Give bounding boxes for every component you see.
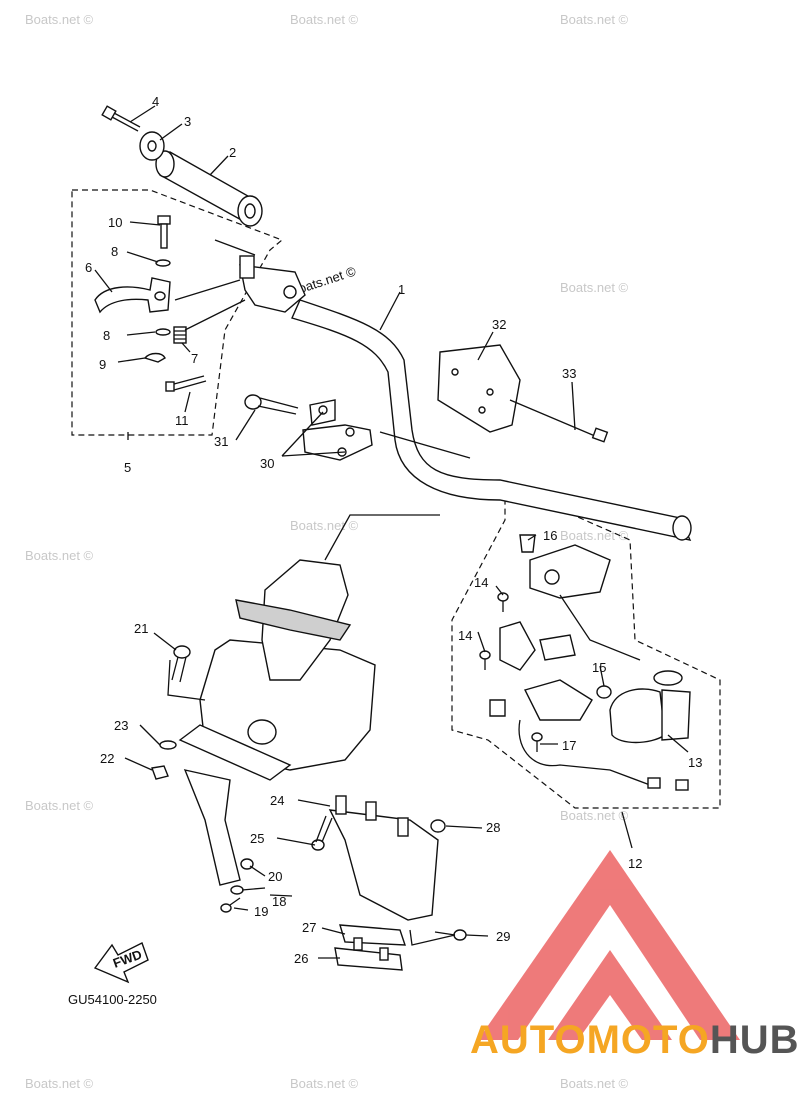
callout-21: 21 [134,621,148,636]
watermark: Boats.net © [560,280,629,295]
steering-column [178,559,376,886]
watermarks: Boats.net © Boats.net © Boats.net © Boat… [25,12,629,1091]
callout-5: 5 [124,460,131,475]
callout-11: 11 [175,413,189,428]
screw [479,650,491,670]
callout-18: 18 [272,894,286,909]
screw [434,929,467,941]
washer [159,740,177,750]
bar-end-bolt [101,105,141,132]
washer [155,328,171,336]
switch-housing [519,534,611,599]
callout-7: 7 [191,351,198,366]
callout-1: 1 [398,282,405,297]
screw [531,732,543,752]
callout-10: 10 [108,215,122,230]
washer [155,259,171,267]
callout-25: 25 [250,831,264,846]
callout-15: 15 [592,660,606,675]
handlebar [291,299,692,541]
callout-20: 20 [268,869,282,884]
leader-lines [94,105,689,959]
logo-text-secondary: HUB [709,1018,800,1062]
callout-6: 6 [85,260,92,275]
grip [155,150,263,227]
handlebar-holder [302,399,373,461]
callout-9: 9 [99,357,106,372]
diagram-code: GU54100-2250 [68,992,157,1007]
handlebar-pad [437,344,521,433]
callout-30: 30 [260,456,274,471]
callout-31: 31 [214,434,228,449]
callout-14b: 14 [458,628,472,643]
callout-8a: 8 [111,244,118,259]
spring-button [596,685,612,699]
watermark: Boats.net © [560,1076,629,1091]
watermark: Boats.net © [25,548,94,563]
bolt [165,375,207,392]
callout-29: 29 [496,929,510,944]
callout-24: 24 [270,793,284,808]
callout-23: 23 [114,718,128,733]
throttle-housing [239,255,306,313]
group-12-outline [451,484,721,809]
watermark: Boats.net © [25,1076,94,1091]
bracket [328,795,439,921]
callout-13: 13 [688,755,702,770]
callout-26: 26 [294,951,308,966]
callout-labels: 1 2 3 4 5 6 7 8 8 9 10 11 12 13 14 14 15… [85,94,702,966]
callout-14a: 14 [474,575,488,590]
automotohub-logo-text: AUTOMOTOHUB [470,1018,800,1063]
switch-body [489,621,593,721]
callout-8b: 8 [103,328,110,343]
automotohub-logo-mark [478,850,740,1040]
callout-28: 28 [486,820,500,835]
watermark: Boats.net © [25,12,94,27]
watermark: Boats.net © [560,808,629,823]
column-bolt [171,645,191,683]
plate [334,924,406,971]
logo-text-primary: AUTOMOTO [470,1018,710,1062]
washer [230,885,244,895]
watermark: Boats.net © [560,12,629,27]
callout-3: 3 [184,114,191,129]
wiring [518,594,689,791]
holder-bolt [244,394,299,415]
callout-32: 32 [492,317,506,332]
callout-19: 19 [254,904,268,919]
callout-2: 2 [229,145,236,160]
lever-pin [157,215,171,249]
watermark: Boats.net © [25,798,94,813]
watermark: Boats.net © [290,12,359,27]
callout-33: 33 [562,366,576,381]
callout-27: 27 [302,920,316,935]
watermark: Boats.net © [290,518,359,533]
callout-12: 12 [628,856,642,871]
callout-22: 22 [100,751,114,766]
guide-lines [167,239,471,946]
nut [151,765,169,780]
clip [143,352,166,363]
spring [173,326,187,344]
fwd-arrow-icon: FWD [93,942,149,984]
callout-16: 16 [543,528,557,543]
screw [497,592,509,612]
bar-end [139,131,165,161]
callout-4: 4 [152,94,159,109]
nut [430,819,446,833]
callout-17: 17 [562,738,576,753]
cable [509,399,609,443]
throttle-lever [94,277,171,314]
bolt [220,897,241,913]
switch-cover [609,670,691,744]
watermark: Boats.net © [290,1076,359,1091]
watermark: Boats.net © [560,528,629,543]
